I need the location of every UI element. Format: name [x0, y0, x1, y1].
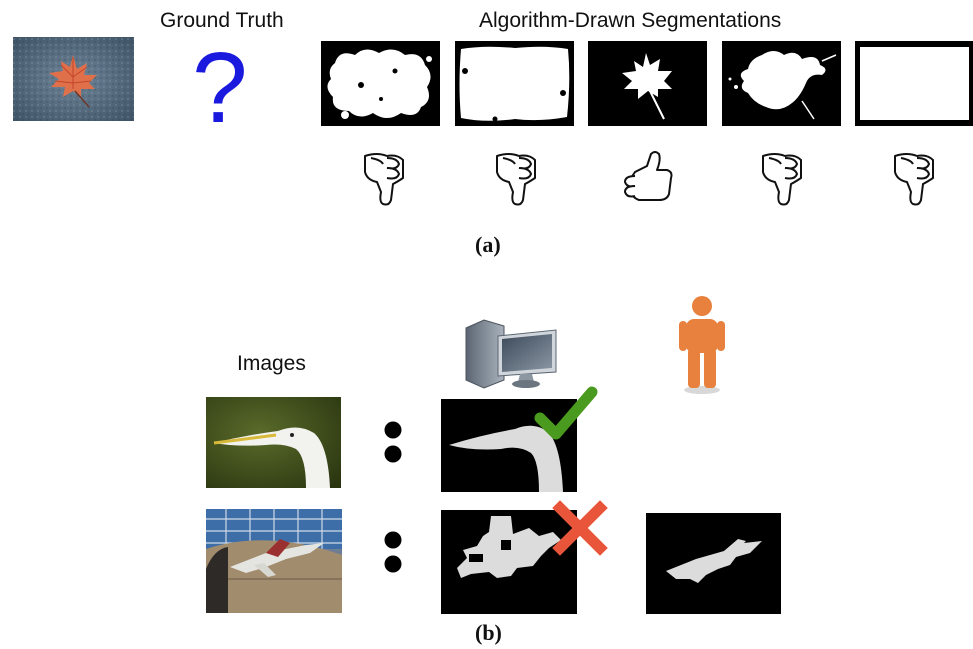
segmentation-mask-3 — [588, 41, 707, 126]
colon-separator-1 — [383, 421, 403, 463]
thumbs-down-icon — [887, 148, 943, 210]
thumbs-down-icon — [357, 148, 413, 210]
segmentation-mask-5 — [855, 41, 973, 126]
segmentation-mask-1 — [321, 41, 440, 126]
computer-icon — [462, 318, 560, 390]
egret-photo — [206, 397, 341, 488]
segmentation-mask-2 — [455, 41, 574, 126]
thumbs-down-icon — [489, 148, 545, 210]
person-icon — [676, 294, 728, 396]
egret-algorithm-mask — [441, 399, 577, 492]
colon-separator-2 — [383, 531, 403, 573]
thumbs-up-icon — [621, 150, 677, 206]
caption-b: (b) — [475, 620, 502, 645]
leaf-photo — [13, 37, 134, 121]
ground-truth-label: Ground Truth — [160, 9, 284, 32]
airplane-photo — [206, 509, 342, 613]
question-mark: ? — [192, 32, 248, 144]
caption-a: (a) — [475, 232, 501, 257]
cross-icon — [552, 500, 608, 556]
airplane-algorithm-mask — [441, 510, 577, 614]
check-icon — [534, 384, 598, 444]
segmentation-mask-4 — [722, 41, 841, 126]
images-label: Images — [237, 352, 306, 375]
segmentations-label: Algorithm-Drawn Segmentations — [479, 9, 782, 32]
thumbs-down-icon — [755, 148, 811, 210]
airplane-human-mask — [646, 513, 781, 614]
